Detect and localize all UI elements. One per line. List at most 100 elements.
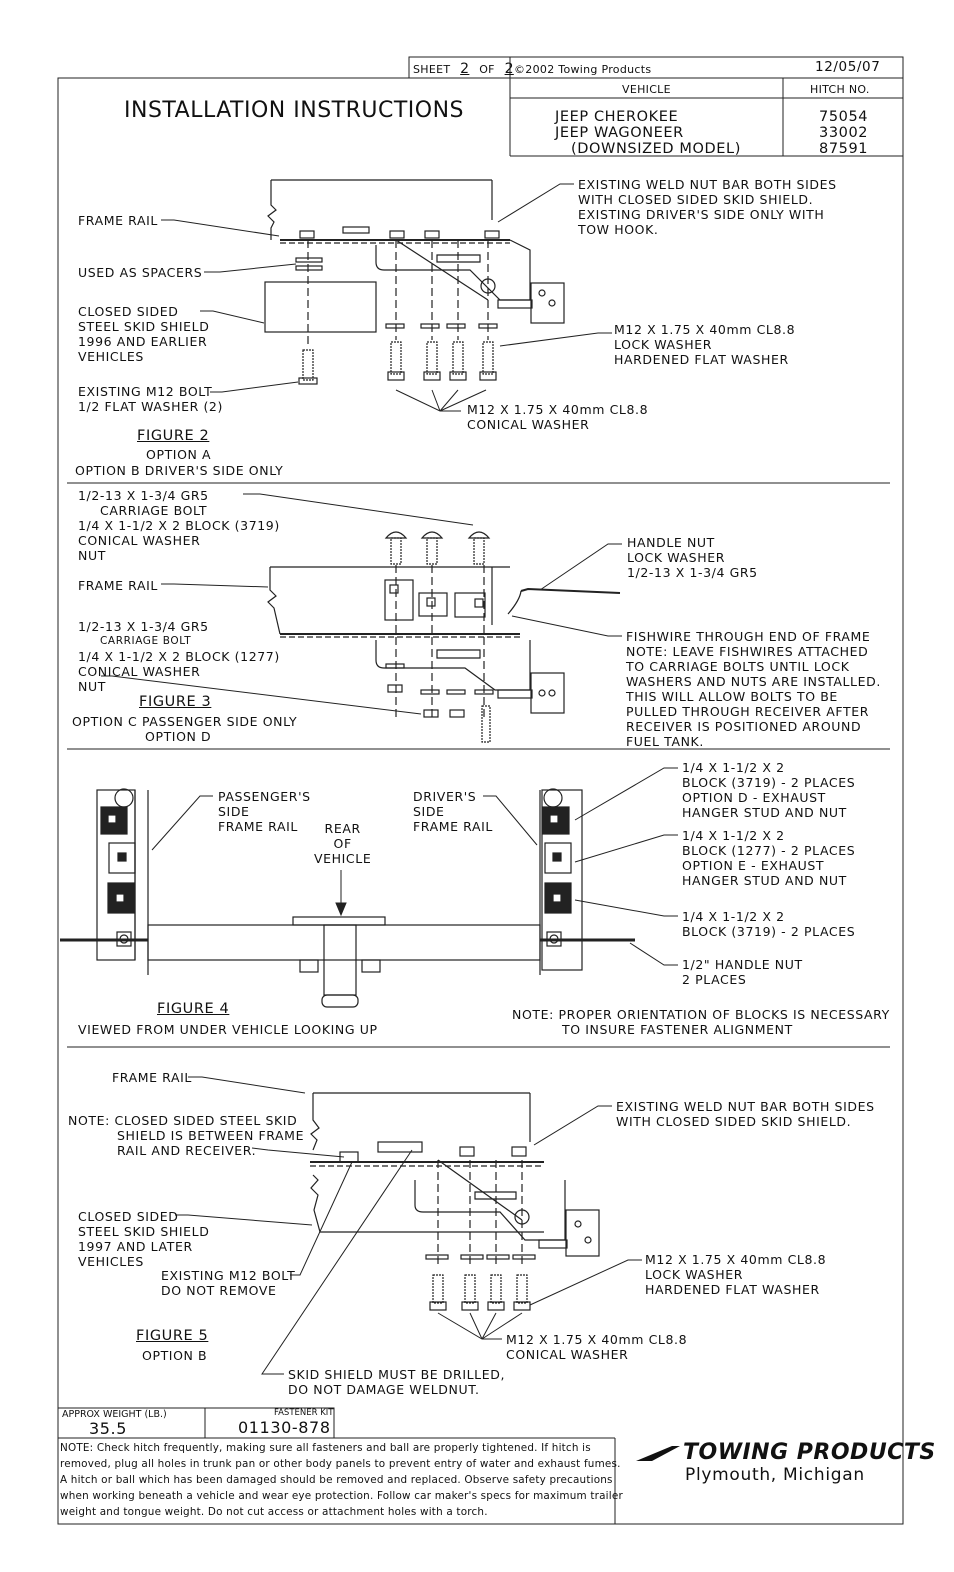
label-line: HANGER STUD AND NUT xyxy=(682,873,847,888)
label-line: SIDE xyxy=(413,804,445,819)
fig4-driver-rail-label: DRIVER'S SIDE FRAME RAIL xyxy=(413,789,493,834)
figure-5-title: FIGURE 5 xyxy=(136,1328,209,1344)
label-line: NOTE: CLOSED SIDED STEEL SKID xyxy=(68,1113,298,1128)
label-line: 1/2 FLAT WASHER (2) xyxy=(78,399,223,414)
label-line: LOCK WASHER xyxy=(614,337,713,352)
fig3-option-c: OPTION C PASSENGER SIDE ONLY xyxy=(72,714,298,729)
fig4-viewed-caption: VIEWED FROM UNDER VEHICLE LOOKING UP xyxy=(78,1022,378,1037)
label-line: NOTE: PROPER ORIENTATION OF BLOCKS IS NE… xyxy=(512,1007,890,1022)
figure-2-title: FIGURE 2 xyxy=(137,428,210,444)
figure-5-leaders xyxy=(175,1076,642,1375)
label-line: FUEL TANK. xyxy=(626,734,704,749)
label-line: SKID SHIELD MUST BE DRILLED, xyxy=(288,1367,506,1382)
fig4-block-3719-label: 1/4 X 1-1/2 X 2 BLOCK (3719) - 2 PLACES … xyxy=(682,760,855,820)
of-label: OF xyxy=(479,63,495,76)
fig3-carriage-bolt-label: 1/2-13 X 1-3/4 GR5 CARRIAGE BOLT 1/4 X 1… xyxy=(78,488,280,563)
label-line: 1/2-13 X 1-3/4 GR5 xyxy=(78,619,209,634)
label-line: 2 PLACES xyxy=(682,972,747,987)
label-line: OF xyxy=(333,836,352,851)
label-line: TO CARRIAGE BOLTS UNTIL LOCK xyxy=(626,659,850,674)
figure-4-title: FIGURE 4 xyxy=(157,1001,230,1017)
label-line: DO NOT DAMAGE WELDNUT. xyxy=(288,1382,480,1397)
fig4-passenger-rail-label: PASSENGER'S SIDE FRAME RAIL xyxy=(218,789,311,834)
fig4-block-3719-b-label: 1/4 X 1-1/2 X 2 BLOCK (3719) - 2 PLACES xyxy=(682,909,855,939)
fig4-handle-nut-label: 1/2" HANDLE NUT 2 PLACES xyxy=(682,957,803,987)
fig5-bolt-label: EXISTING M12 BOLT DO NOT REMOVE xyxy=(161,1268,295,1298)
label-line: 1/2-13 X 1-3/4 GR5 xyxy=(627,565,758,580)
label-line: OPTION E - EXHAUST xyxy=(682,858,825,873)
fig4-orientation-note: NOTE: PROPER ORIENTATION OF BLOCKS IS NE… xyxy=(512,1007,890,1037)
weight-value: 35.5 xyxy=(89,1419,128,1438)
fig5-drill-warning: SKID SHIELD MUST BE DRILLED, DO NOT DAMA… xyxy=(288,1367,505,1397)
fig2-shield-label: CLOSED SIDED STEEL SKID SHIELD 1996 AND … xyxy=(78,304,209,364)
figure-3-leaders xyxy=(101,493,622,715)
hitch-number: 75054 xyxy=(819,109,869,125)
fig2-lock-washer-label: M12 X 1.75 X 40mm CL8.8 LOCK WASHER HARD… xyxy=(614,322,795,367)
label-line: FRAME RAIL xyxy=(218,819,298,834)
fig2-option-b: OPTION B DRIVER'S SIDE ONLY xyxy=(75,463,284,478)
label-line: STEEL SKID SHIELD xyxy=(78,319,210,334)
label-line: CARRIAGE BOLT xyxy=(100,635,192,647)
towing-products-logo-mark xyxy=(636,1446,680,1461)
label-line: VEHICLE xyxy=(314,851,372,866)
label-line: NOTE: LEAVE FISHWIRES ATTACHED xyxy=(626,644,869,659)
label-line: 1/2" HANDLE NUT xyxy=(682,957,803,972)
hitch-number-list: 75054 33002 87591 xyxy=(819,109,868,157)
label-line: SIDE xyxy=(218,804,250,819)
vehicle-name: JEEP WAGONEER xyxy=(555,125,684,141)
label-line: RECEIVER IS POSITIONED AROUND xyxy=(626,719,862,734)
page-title: INSTALLATION INSTRUCTIONS xyxy=(124,98,465,123)
vehicle-list: JEEP CHEROKEE JEEP WAGONEER (DOWNSIZED M… xyxy=(555,109,741,157)
label-line: PULLED THROUGH RECEIVER AFTER xyxy=(626,704,870,719)
vehicle-column-header: VEHICLE xyxy=(622,83,671,96)
fastener-kit-label: FASTENER KIT xyxy=(274,1408,334,1418)
label-line: RAIL AND RECEIVER. xyxy=(117,1143,257,1158)
label-line: CONICAL WASHER xyxy=(506,1347,629,1362)
fig5-weld-nut-label: EXISTING WELD NUT BAR BOTH SIDES WITH CL… xyxy=(616,1099,875,1129)
label-line: SHIELD IS BETWEEN FRAME xyxy=(117,1128,305,1143)
figure-4-leaders xyxy=(151,767,678,966)
label-line: TOW HOOK. xyxy=(578,222,659,237)
label-line: FRAME RAIL xyxy=(413,819,493,834)
label-line: EXISTING WELD NUT BAR BOTH SIDES xyxy=(616,1099,875,1114)
label-line: WITH CLOSED SIDED SKID SHIELD. xyxy=(578,192,814,207)
brand-city: Plymouth, Michigan xyxy=(685,1465,865,1485)
label-line: M12 X 1.75 X 40mm CL8.8 xyxy=(645,1252,827,1267)
label-line: CARRIAGE BOLT xyxy=(100,503,208,518)
figure-3-drawing xyxy=(267,531,621,743)
fig3-handle-nut-label: HANDLE NUT LOCK WASHER 1/2-13 X 1-3/4 GR… xyxy=(627,535,758,580)
fig5-shield-label: CLOSED SIDED STEEL SKID SHIELD 1997 AND … xyxy=(78,1209,209,1269)
label-line: PASSENGER'S xyxy=(218,789,311,804)
label-line: CONICAL WASHER xyxy=(467,417,590,432)
label-line: M12 X 1.75 X 40mm CL8.8 xyxy=(506,1332,688,1347)
label-line: WASHERS AND NUTS ARE INSTALLED. xyxy=(626,674,881,689)
hitch-column-header: HITCH NO. xyxy=(810,83,870,96)
fig2-frame-rail-label: FRAME RAIL xyxy=(78,213,158,228)
revision-date: 12/05/07 xyxy=(815,59,881,75)
figure-2-leaders xyxy=(161,183,612,412)
fig5-frame-rail-label: FRAME RAIL xyxy=(112,1070,192,1085)
label-line: 1/4 X 1-1/2 X 2 xyxy=(682,909,785,924)
fig2-spacers-label: USED AS SPACERS xyxy=(78,265,203,280)
fig5-conical-washer-label: M12 X 1.75 X 40mm CL8.8 CONICAL WASHER xyxy=(506,1332,687,1362)
label-line: M12 X 1.75 X 40mm CL8.8 xyxy=(467,402,649,417)
label-line: EXISTING DRIVER'S SIDE ONLY WITH xyxy=(578,207,825,222)
label-line: WITH CLOSED SIDED SKID SHIELD. xyxy=(616,1114,852,1129)
label-line: VEHICLES xyxy=(78,1254,144,1269)
fig4-block-1277-label: 1/4 X 1-1/2 X 2 BLOCK (1277) - 2 PLACES … xyxy=(682,828,855,888)
label-line: THIS WILL ALLOW BOLTS TO BE xyxy=(626,689,838,704)
label-line: LOCK WASHER xyxy=(645,1267,744,1282)
figure-2-drawing xyxy=(264,179,565,385)
copyright: ©2002 Towing Products xyxy=(514,63,652,76)
sheet-total: 2 xyxy=(504,61,514,77)
fig3-fishwire-note: FISHWIRE THROUGH END OF FRAME NOTE: LEAV… xyxy=(626,629,881,749)
fig5-option-b: OPTION B xyxy=(142,1348,208,1363)
label-line: REAR xyxy=(324,821,361,836)
label-line: HARDENED FLAT WASHER xyxy=(645,1282,820,1297)
sheet-indicator: SHEET 2 OF 2 xyxy=(413,61,520,77)
brand-name: TOWING PRODUCTS xyxy=(683,1440,936,1465)
label-line: 1/4 X 1-1/2 X 2 xyxy=(682,828,785,843)
label-line: FISHWIRE THROUGH END OF FRAME xyxy=(626,629,871,644)
sheet-number: 2 xyxy=(460,61,470,77)
